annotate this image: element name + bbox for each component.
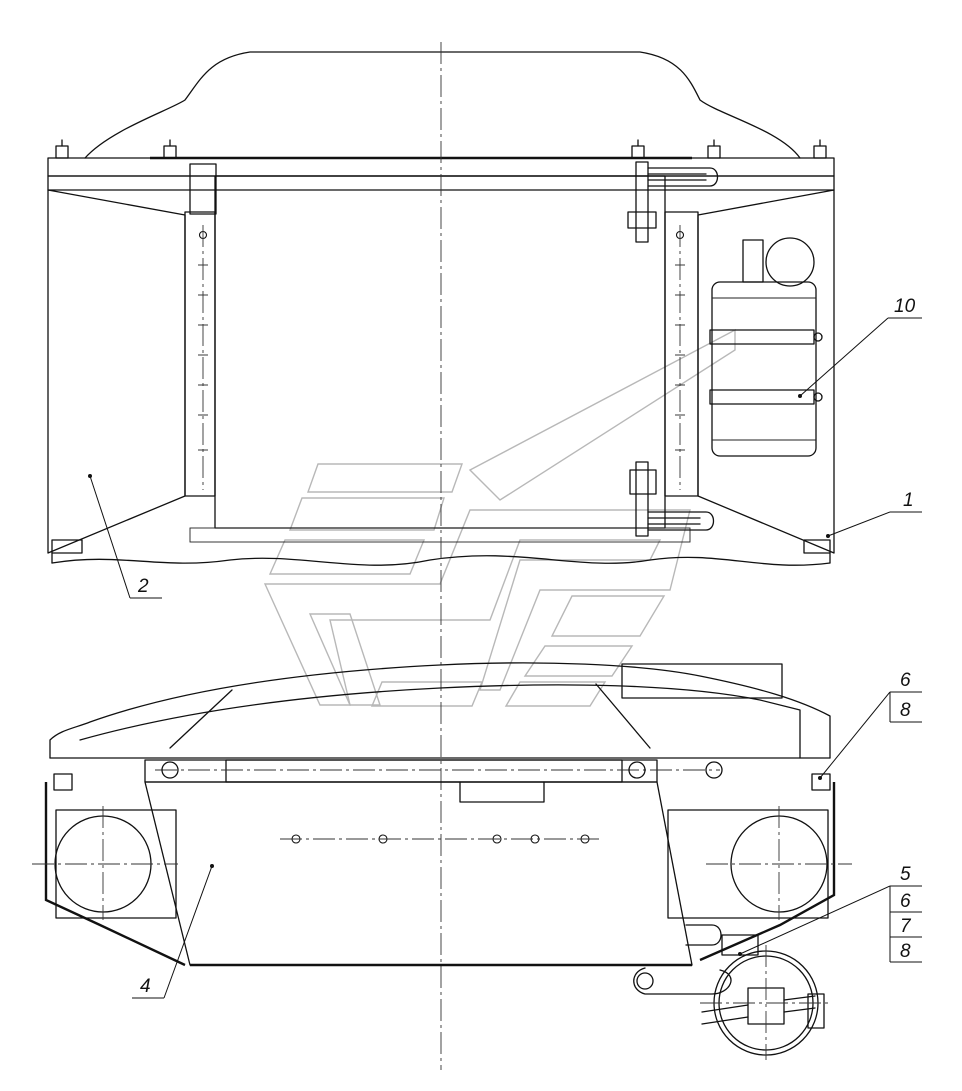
top-view — [47, 42, 835, 1070]
position-label-10: 10 — [894, 296, 916, 317]
position-label-1: 1 — [903, 490, 914, 511]
cab-roof-outline — [84, 51, 801, 159]
left-shield-panel — [47, 189, 186, 554]
callouts: 10 1 2 4 6 8 5 6 7 8 — [88, 296, 922, 999]
position-label-8-bottom: 8 — [900, 941, 911, 962]
position-label-6-top: 6 — [900, 670, 911, 691]
cross-member — [144, 759, 658, 783]
position-label-8-top: 8 — [900, 700, 911, 721]
position-label-6-bottom: 6 — [900, 891, 911, 912]
break-line-top-view — [51, 555, 831, 566]
front-shield-panel — [144, 781, 693, 966]
front-panel-holes — [280, 834, 600, 844]
front-view — [32, 662, 852, 1060]
right-bracket-holes — [675, 225, 685, 490]
cab-bottom-outline — [49, 662, 831, 759]
top-bolts — [55, 139, 827, 159]
lower-pipe-fitting — [629, 461, 715, 537]
left-mounting-bracket — [184, 211, 216, 497]
position-label-5: 5 — [900, 864, 911, 885]
right-side-shield — [699, 782, 836, 962]
inner-frame — [214, 175, 666, 529]
upper-pipe-fitting — [627, 161, 719, 243]
left-bracket-holes — [198, 225, 208, 490]
position-label-4: 4 — [140, 976, 151, 997]
right-mounting-bracket — [664, 211, 699, 497]
right-shield-panel — [697, 189, 835, 554]
front-bolts — [53, 761, 831, 791]
watermark-logo — [263, 328, 736, 707]
receiver-front-view — [700, 934, 830, 1060]
left-side-shield — [44, 782, 186, 967]
receiver-cylinder — [709, 237, 823, 457]
bottom-hose-pipes — [633, 924, 732, 995]
position-label-2: 2 — [137, 576, 149, 597]
position-label-7: 7 — [900, 916, 912, 937]
